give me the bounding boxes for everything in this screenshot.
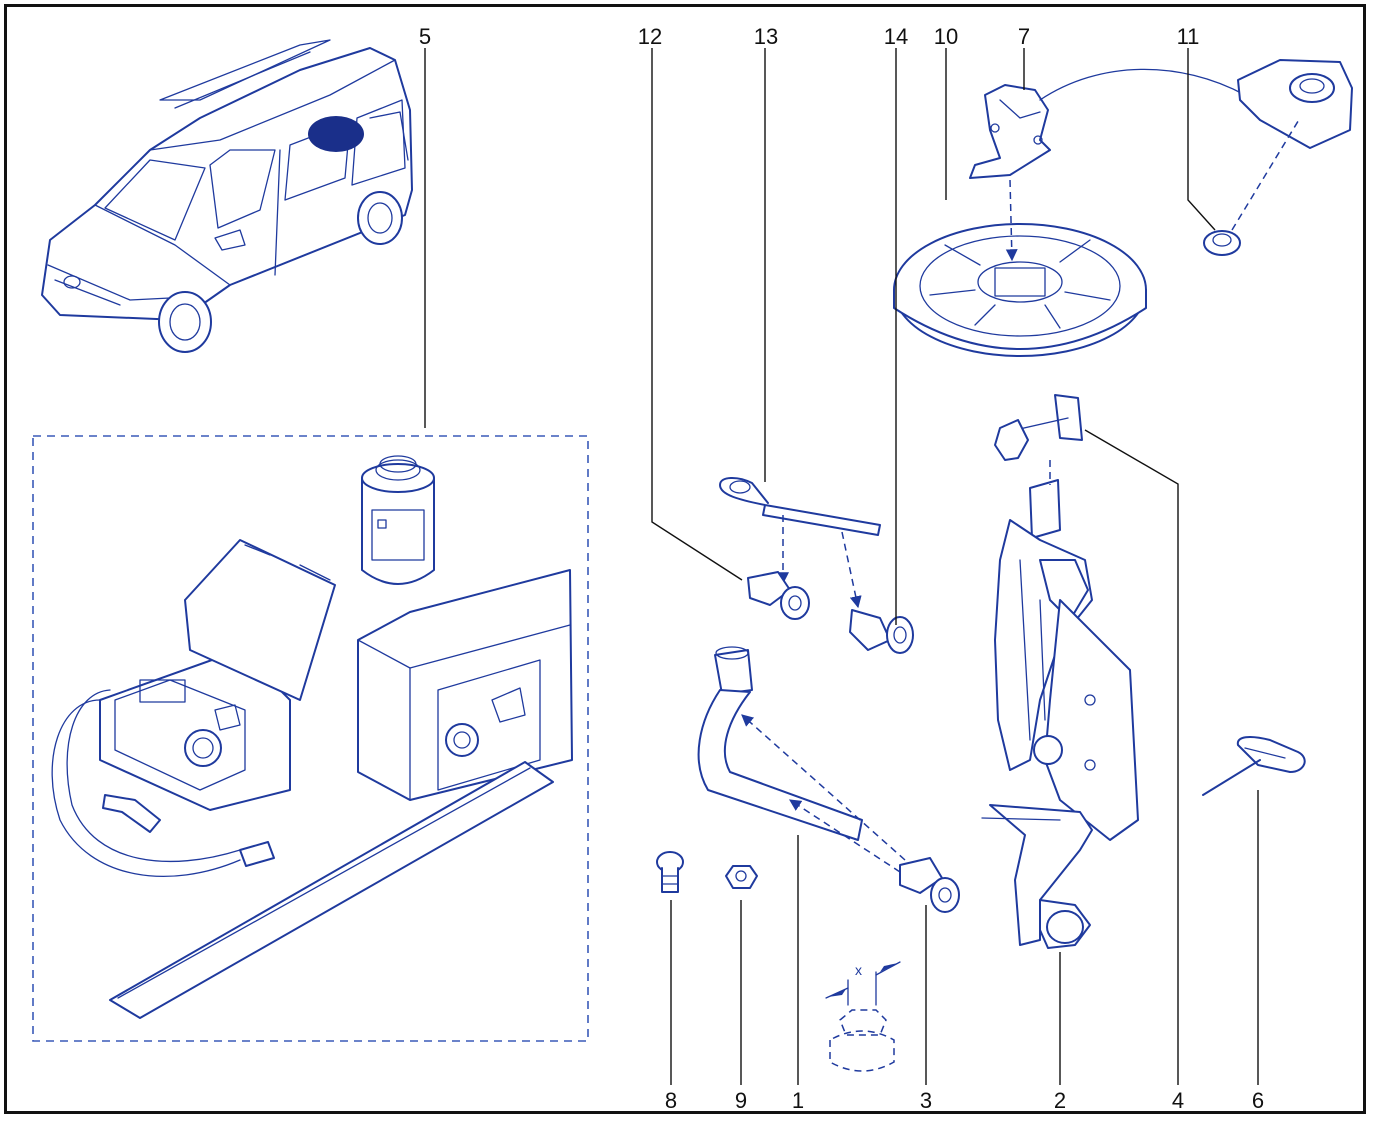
hook-clip: [747, 571, 810, 620]
compressor-case: [51, 539, 336, 877]
callout-13: 13: [754, 24, 778, 49]
leader-11: [1187, 48, 1216, 231]
jack-hook: [1202, 736, 1306, 796]
brace-clip: [899, 857, 960, 913]
callout-1: 1: [792, 1088, 804, 1113]
leader-4: [1084, 429, 1179, 1085]
spare-wheel-location-marker: [308, 116, 364, 152]
bracket-to-carrier-arrow: [1005, 179, 1018, 262]
nut-dimension-detail: x: [825, 961, 901, 1072]
grommet: [1203, 230, 1241, 256]
clip-to-brace-arrow: [741, 714, 906, 861]
carrier-bracket: [969, 59, 1353, 179]
kit-storage-box: [357, 569, 573, 801]
leader-12: [651, 48, 743, 581]
clip-to-brace-arrow-lower: [788, 799, 901, 873]
callout-8: 8: [665, 1088, 677, 1113]
grommet-to-bracket-arrow: [1231, 117, 1301, 231]
scissor-jack: [981, 479, 1139, 949]
callout-11: 11: [1177, 24, 1200, 49]
dimension-label: x: [855, 962, 862, 978]
hook-clamp: [849, 609, 914, 654]
leader-lines: [424, 48, 1259, 1085]
jack-crank-assembly: [994, 394, 1083, 461]
repair-strip: [109, 761, 554, 1019]
tow-hook-rod: [719, 477, 881, 536]
callout-2: 2: [1054, 1088, 1066, 1113]
callout-3: 3: [920, 1088, 932, 1113]
wheel-bolt: [656, 851, 684, 893]
callout-10: 10: [934, 24, 958, 49]
callout-4: 4: [1172, 1088, 1184, 1113]
hook-to-clamp-arrow: [841, 531, 862, 609]
repair-kit-boundary: [32, 435, 589, 1042]
sealant-bottle: [361, 455, 435, 585]
wheel-nut: [725, 865, 758, 889]
wheel-brace: [697, 646, 863, 841]
spare-wheel-carrier: [893, 223, 1147, 357]
callout-5: 5: [419, 24, 431, 49]
callout-14: 14: [884, 24, 908, 49]
callout-labels: 5 12 13 14 10 7 11 8 9 1 3 2 4 6: [419, 24, 1264, 1113]
callout-6: 6: [1252, 1088, 1264, 1113]
vehicle-illustration: [41, 39, 413, 353]
callout-12: 12: [638, 24, 662, 49]
callout-9: 9: [735, 1088, 747, 1113]
callout-7: 7: [1018, 24, 1030, 49]
